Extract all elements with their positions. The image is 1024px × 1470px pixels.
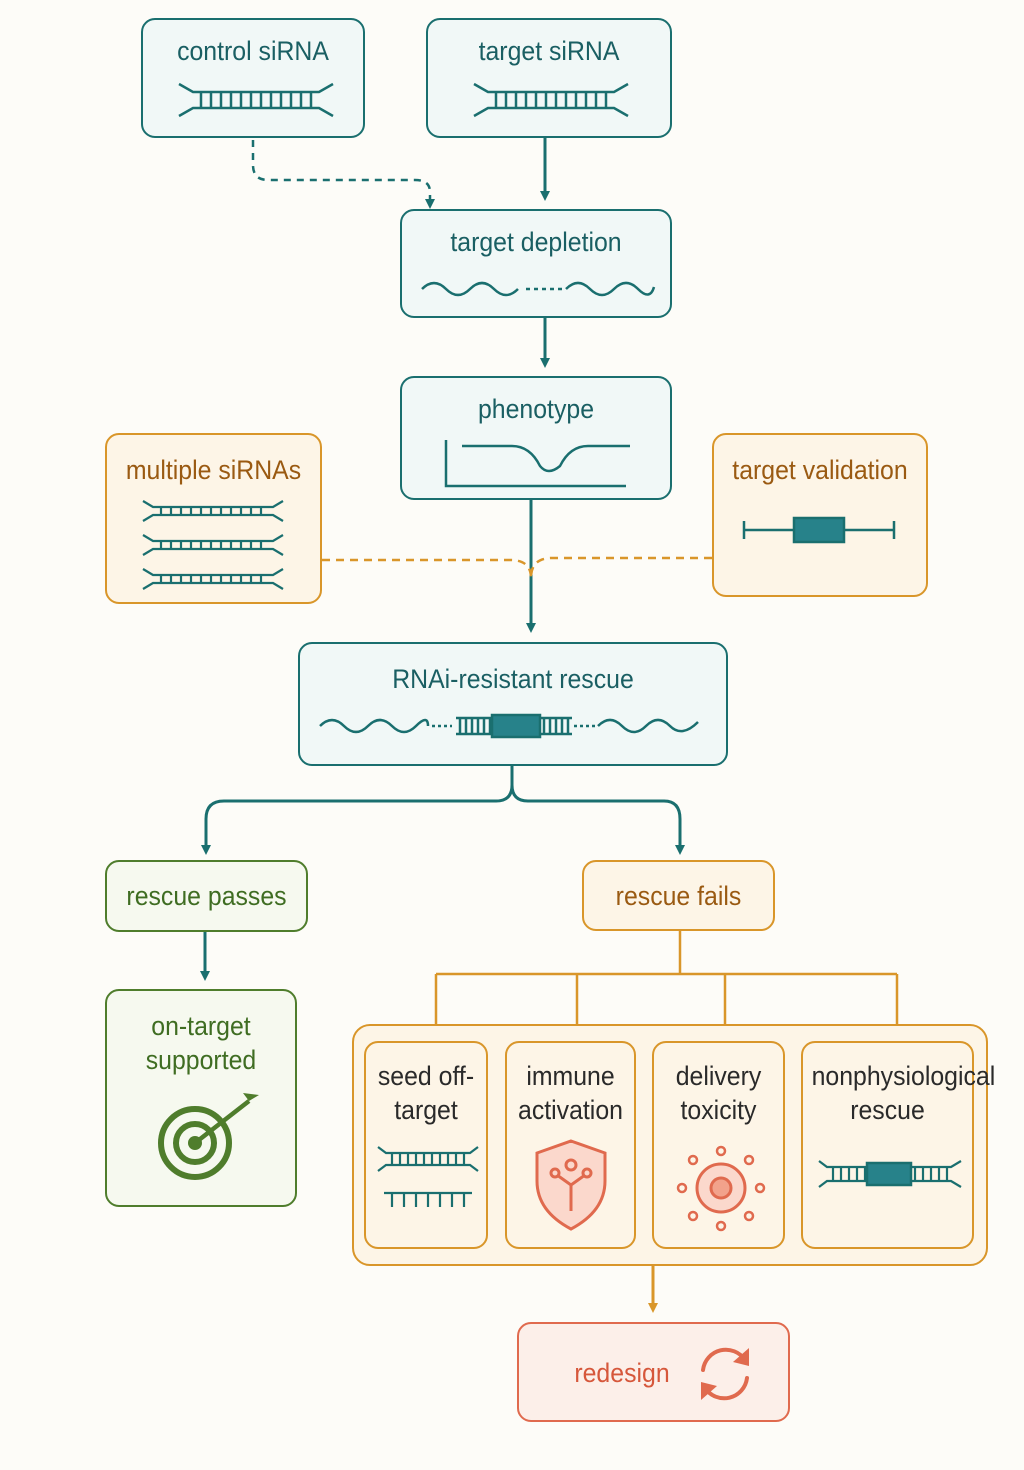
degraded-mrna-icon [421,281,656,297]
multiple-sirnas-node: multiple siRNAs [105,433,322,604]
phenotype-node: phenotype [400,376,672,500]
phenotype-curve-icon [444,440,630,488]
arrow-rescue-to-fails [510,784,685,855]
on-target-supported-label: on-target supported [145,1011,257,1075]
sirna-duplex-icon [473,82,629,118]
multiple-sirnas-label: multiple siRNAs [125,455,302,485]
control-sirna-node: control siRNA [141,18,365,138]
delivery-toxicity-label: delivery toxicity [675,1061,762,1125]
sirna-mismatch-icon [377,1146,479,1207]
refresh-cycle-icon [701,1347,749,1401]
rescue-passes-label: rescue passes [126,881,287,911]
rnai-resistant-rescue-node: RNAi-resistant rescue [298,642,728,766]
seed-off-target-label: seed off-target [377,1061,475,1125]
redesign-node: redesign [517,1322,790,1422]
toxic-cell-icon [676,1145,766,1232]
dashed-link-target-validation [529,556,712,579]
rescue-passes-node: rescue passes [105,860,308,932]
shield-icon [535,1139,607,1231]
on-target-supported-node: on-target supported [105,989,297,1207]
target-depletion-node: target depletion [400,209,672,318]
nonphysiological-rescue-label: nonphysiological rescue [811,1061,996,1125]
target-bullseye-icon [158,1093,259,1180]
gene-construct-icon [742,516,896,544]
target-depletion-label: target depletion [450,227,622,257]
failure-cause-delivery-toxicity: delivery toxicity [652,1041,785,1249]
target-sirna-node: target siRNA [426,18,672,138]
failure-cause-seed-off-target: seed off-target [364,1041,488,1249]
phenotype-label: phenotype [477,394,595,424]
immune-activation-label: immune activation [518,1061,623,1125]
rescue-fails-label: rescue fails [615,881,742,911]
sirna-duplex-icon [178,82,334,118]
target-validation-label: target validation [732,455,908,485]
multiple-sirna-duplexes-icon [142,500,284,590]
redesign-label: redesign [574,1358,670,1388]
target-validation-node: target validation [712,433,928,597]
rescue-fails-node: rescue fails [582,860,775,931]
dashed-link-multiple-sirnas [322,558,533,579]
arrow-rescue-to-passes [201,766,514,855]
arrow-control-to-depletion [251,140,435,209]
failure-cause-immune-activation: immune activation [505,1041,636,1249]
rescue-construct-icon [319,713,699,739]
rnai-resistant-rescue-label: RNAi-resistant rescue [392,664,634,694]
branch-fails-to-causes [434,931,899,1024]
failure-cause-nonphysiological-rescue: nonphysiological rescue [801,1041,996,1249]
control-sirna-label: control siRNA [177,36,329,66]
target-sirna-label: target siRNA [478,36,620,66]
overexpression-construct-icon [818,1160,962,1188]
